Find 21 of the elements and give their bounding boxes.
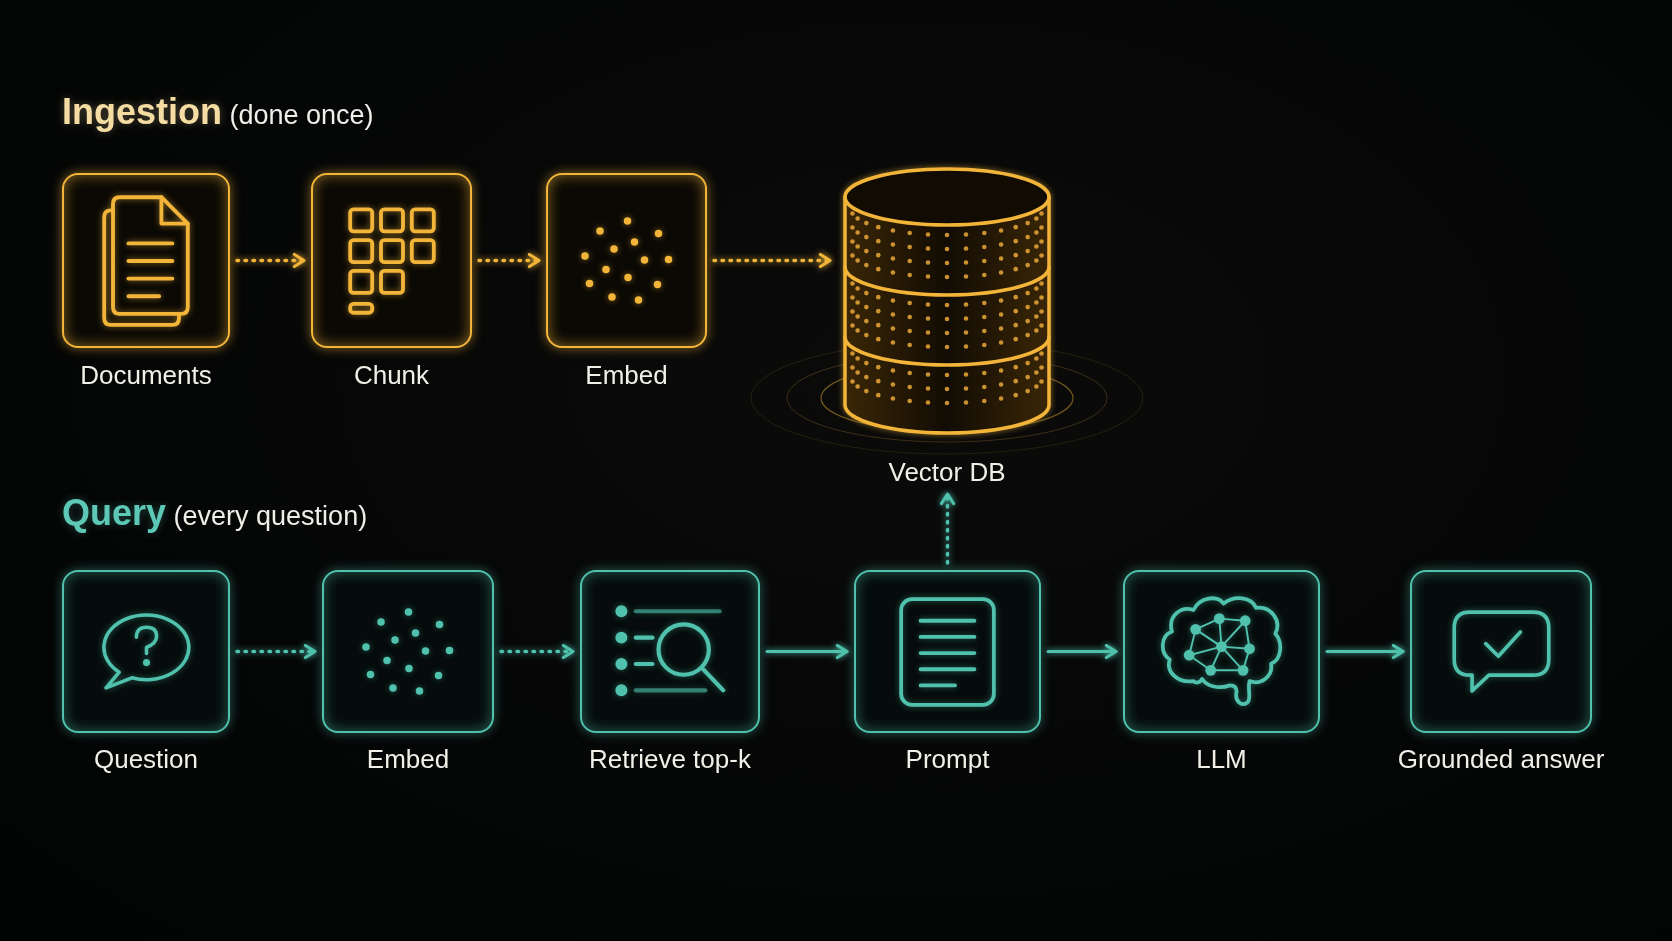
node-label: Vector DB (888, 457, 1006, 487)
dotted-arrow (712, 252, 832, 269)
node-label: Embed (366, 744, 450, 774)
section-heading: Ingestion (done once) (62, 90, 374, 134)
node-label: LLM (1196, 744, 1247, 774)
node-label: Chunk (353, 360, 430, 390)
node-label: Prompt (905, 744, 990, 774)
dotted-arrow (235, 643, 317, 660)
node-label: Documents (80, 360, 212, 390)
node-label: Question (93, 744, 199, 774)
section-heading: Query (every question) (62, 491, 368, 535)
arrow (1046, 643, 1118, 660)
arrow (765, 643, 849, 660)
node-label: Retrieve top-k (589, 744, 751, 774)
dotted-arrow (939, 492, 956, 565)
dotted-arrow (235, 252, 306, 269)
node-label: Grounded answer (1397, 744, 1605, 774)
dotted-arrow (499, 643, 575, 660)
node-label: Embed (585, 360, 668, 390)
dotted-arrow (477, 252, 541, 269)
arrow (1325, 643, 1405, 660)
